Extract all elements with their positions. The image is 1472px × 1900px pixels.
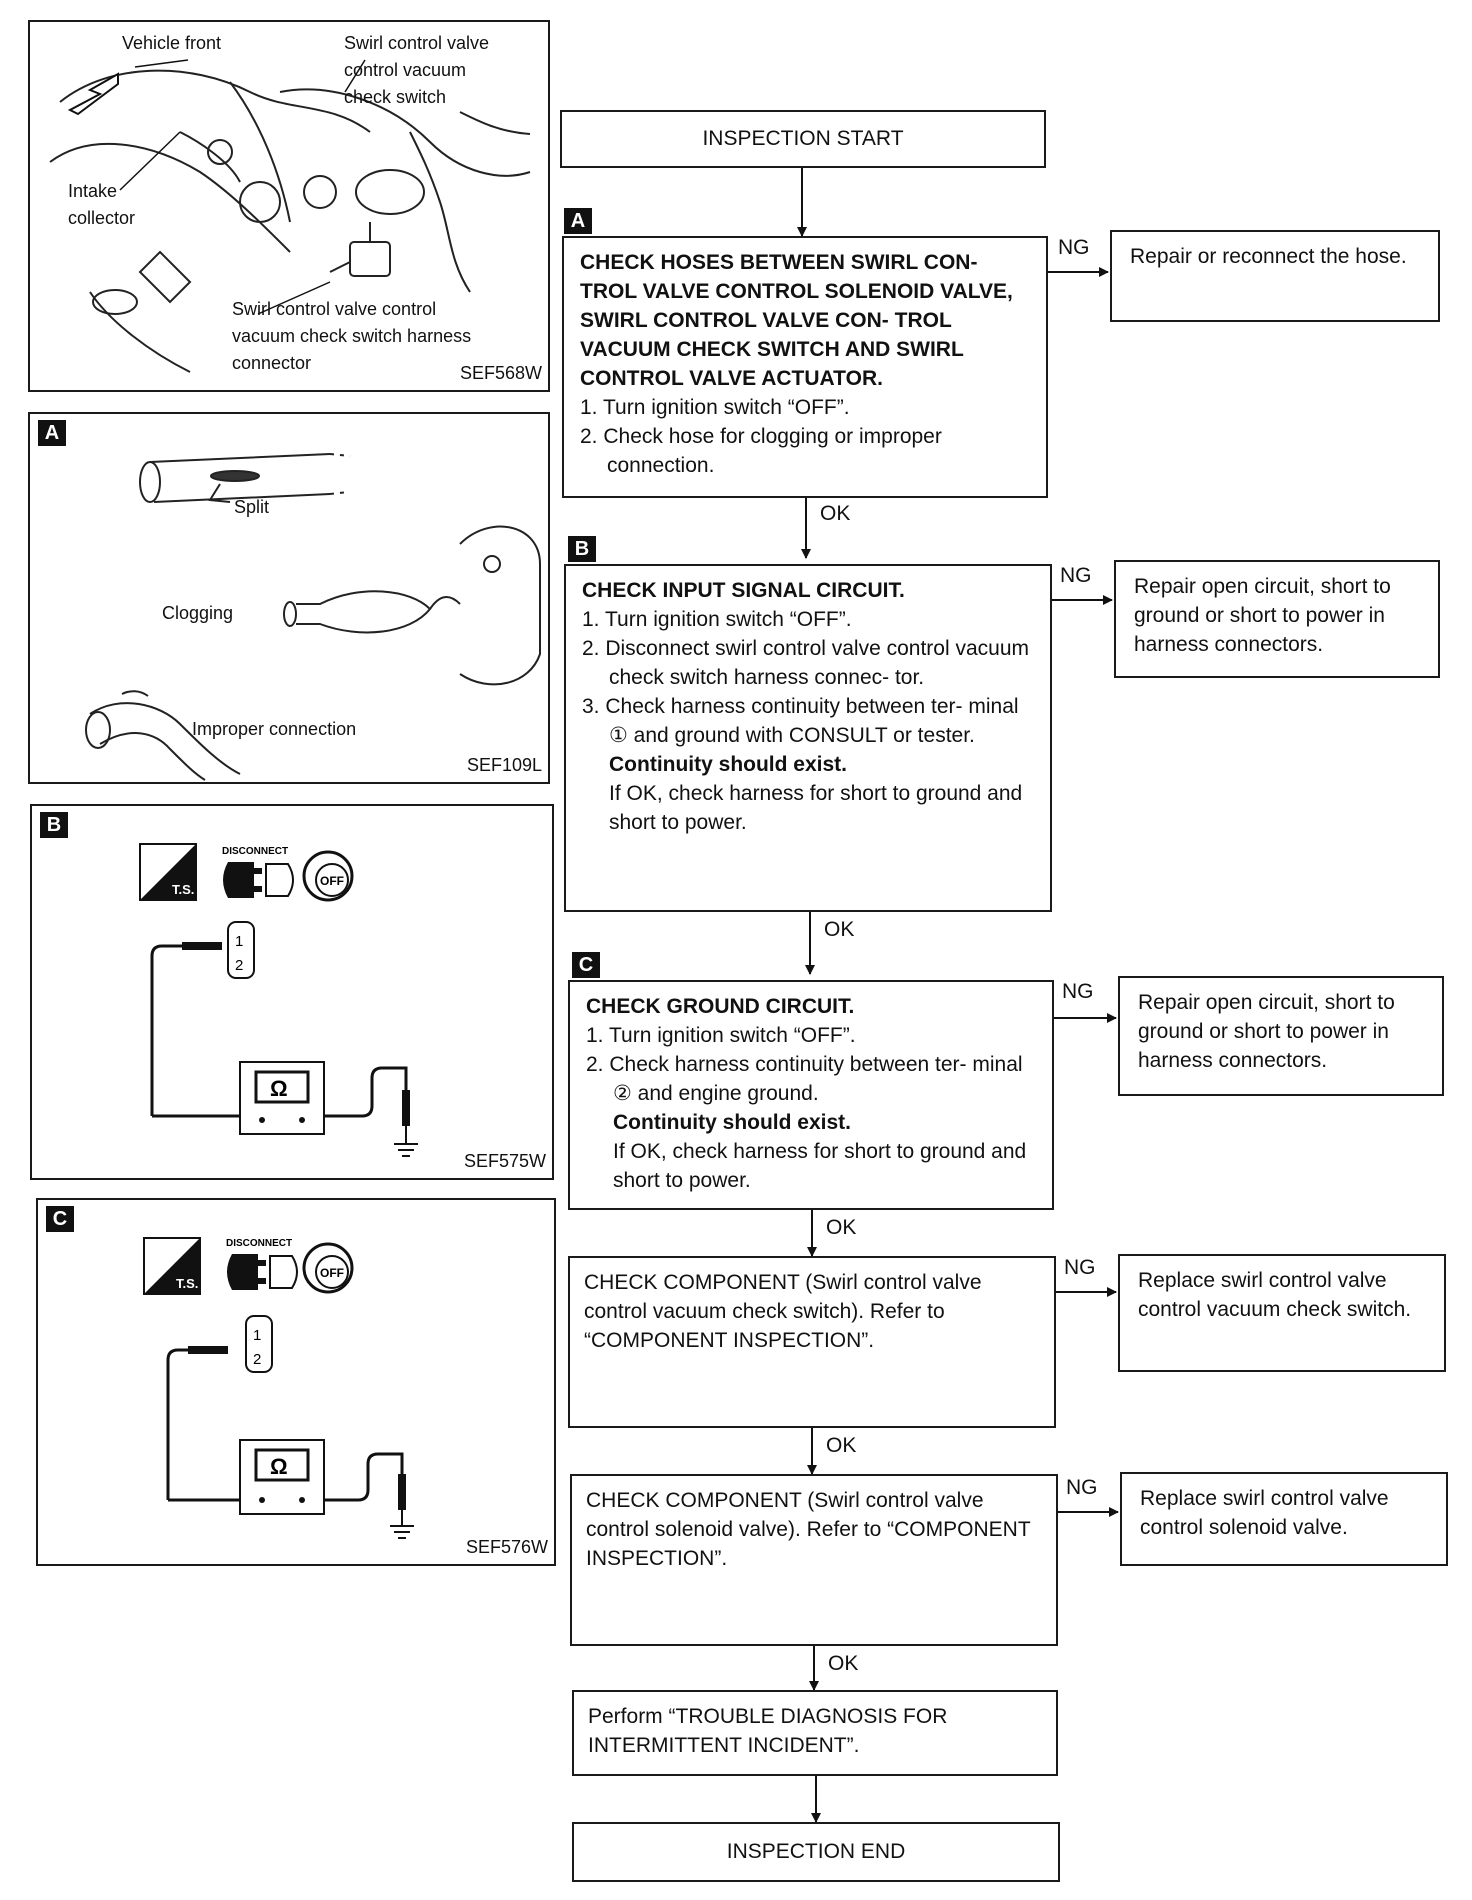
step-f-box: Perform “TROUBLE DIAGNOSIS FOR INTERMITT…	[572, 1690, 1058, 1776]
svg-text:OFF: OFF	[320, 1266, 344, 1280]
ng-label-d: NG	[1064, 1256, 1096, 1279]
hose-figure: A Split Clogging Improper connection SEF…	[28, 412, 550, 784]
hose-illustration	[85, 453, 541, 781]
svg-text:2: 2	[235, 957, 243, 974]
svg-text:1: 1	[253, 1327, 261, 1344]
svg-text:T.S.: T.S.	[176, 1276, 198, 1291]
ok-label-c: OK	[826, 1216, 857, 1239]
figure-code: SEF568W	[459, 363, 542, 383]
circuit-figure-c: C T.S. DISCONNECT OFF 1 2	[36, 1198, 556, 1566]
step-a-title: CHECK HOSES BETWEEN SWIRL CON- TROL VALV…	[580, 251, 1013, 390]
ts-icon: T.S.	[139, 843, 197, 901]
step-b-must: Continuity should exist.	[609, 753, 848, 776]
step-b-note: If OK, check harness for short to ground…	[609, 782, 1023, 834]
svg-text:Ω: Ω	[270, 1454, 288, 1479]
split-label: Split	[234, 497, 270, 517]
ts-icon: T.S.	[143, 1237, 201, 1295]
result-e-box: Replace swirl control valve control sole…	[1120, 1472, 1448, 1566]
step-c-note: If OK, check harness for short to ground…	[613, 1140, 1027, 1192]
step-d-box: CHECK COMPONENT (Swirl control valve con…	[568, 1256, 1056, 1428]
connector-label: Swirl control valve control vacuum check…	[232, 299, 472, 373]
step-c-must: Continuity should exist.	[613, 1111, 852, 1134]
svg-text:OFF: OFF	[320, 874, 344, 888]
figure-code: SEF576W	[465, 1537, 548, 1557]
step-c-item-2: 2. Check harness continuity between ter-…	[586, 1053, 1023, 1105]
engine-illustration	[49, 59, 531, 373]
intake-collector-label: Intake collector	[68, 181, 136, 228]
ng-label-c: NG	[1062, 980, 1094, 1003]
step-b-item-1: 1. Turn ignition switch “OFF”.	[582, 608, 852, 631]
step-b-box: CHECK INPUT SIGNAL CIRCUIT. 1. Turn igni…	[564, 564, 1052, 912]
engine-figure: Vehicle front Swirl control valve contro…	[28, 20, 550, 392]
ignition-off-icon: OFF	[302, 1242, 354, 1294]
ng-label-a: NG	[1058, 236, 1090, 259]
step-e-box: CHECK COMPONENT (Swirl control valve con…	[570, 1474, 1058, 1646]
step-b-item-3: 3. Check harness continuity between ter-…	[582, 695, 1019, 747]
ignition-off-icon: OFF	[302, 850, 354, 902]
vehicle-front-label: Vehicle front	[122, 33, 222, 53]
svg-text:Ω: Ω	[270, 1076, 288, 1101]
figure-code: SEF575W	[463, 1151, 546, 1171]
step-c-item-1: 1. Turn ignition switch “OFF”.	[586, 1024, 856, 1047]
figure-tag-c: C	[46, 1206, 74, 1232]
ohmmeter-icon: Ω	[239, 1061, 325, 1135]
disconnect-icon	[223, 862, 294, 898]
disconnect-label: DISCONNECT	[222, 846, 288, 857]
step-tag-b: B	[568, 536, 596, 562]
inspection-end-box: INSPECTION END	[572, 1822, 1060, 1882]
result-b-box: Repair open circuit, short to ground or …	[1114, 560, 1440, 678]
connector-pins-icon: 1 2	[227, 921, 255, 979]
switch-label: Swirl control valve control vacuum check…	[344, 33, 490, 107]
clogging-label: Clogging	[162, 603, 234, 623]
ng-label-e: NG	[1066, 1476, 1098, 1499]
ok-label-e: OK	[828, 1652, 859, 1675]
result-d-box: Replace swirl control valve control vacu…	[1118, 1254, 1446, 1372]
figure-tag-a: A	[38, 420, 66, 446]
inspection-start-box: INSPECTION START	[560, 110, 1046, 168]
figure-code: SEF109L	[466, 755, 542, 775]
step-b-item-2: 2. Disconnect swirl control valve contro…	[582, 637, 1030, 689]
ok-label-d: OK	[826, 1434, 857, 1457]
ok-label-b: OK	[824, 918, 855, 941]
disconnect-icon	[227, 1254, 298, 1290]
circuit-illustration-c: T.S. DISCONNECT OFF 1 2 Ω	[143, 1237, 414, 1539]
step-tag-c: C	[572, 952, 600, 978]
step-b-title: CHECK INPUT SIGNAL CIRCUIT.	[582, 579, 905, 602]
step-tag-a: A	[564, 208, 592, 234]
step-a-box: CHECK HOSES BETWEEN SWIRL CON- TROL VALV…	[562, 236, 1048, 498]
step-c-title: CHECK GROUND CIRCUIT.	[586, 995, 855, 1018]
result-c-box: Repair open circuit, short to ground or …	[1118, 976, 1444, 1096]
svg-text:1: 1	[235, 933, 243, 950]
circuit-figure-b: B T.S. DISCONNECT OFF 1 2	[30, 804, 554, 1180]
circuit-illustration-b: T.S. DISCONNECT OFF 1 2 Ω	[139, 843, 418, 1157]
result-a-box: Repair or reconnect the hose.	[1110, 230, 1440, 322]
figure-tag-b: B	[40, 812, 68, 838]
step-c-box: CHECK GROUND CIRCUIT. 1. Turn ignition s…	[568, 980, 1054, 1210]
ok-label-a: OK	[820, 502, 851, 525]
disconnect-label: DISCONNECT	[226, 1238, 292, 1249]
connector-pins-icon: 1 2	[245, 1315, 273, 1373]
improper-connection-label: Improper connection	[192, 719, 357, 739]
svg-text:T.S.: T.S.	[172, 882, 194, 897]
ground-icon	[394, 1126, 418, 1157]
step-a-item-1: 1. Turn ignition switch “OFF”.	[580, 396, 850, 419]
svg-text:2: 2	[253, 1351, 261, 1368]
step-a-item-2: 2. Check hose for clogging or improper c…	[580, 425, 942, 477]
ohmmeter-icon: Ω	[239, 1439, 325, 1515]
ground-icon	[390, 1510, 414, 1539]
ng-label-b: NG	[1060, 564, 1092, 587]
